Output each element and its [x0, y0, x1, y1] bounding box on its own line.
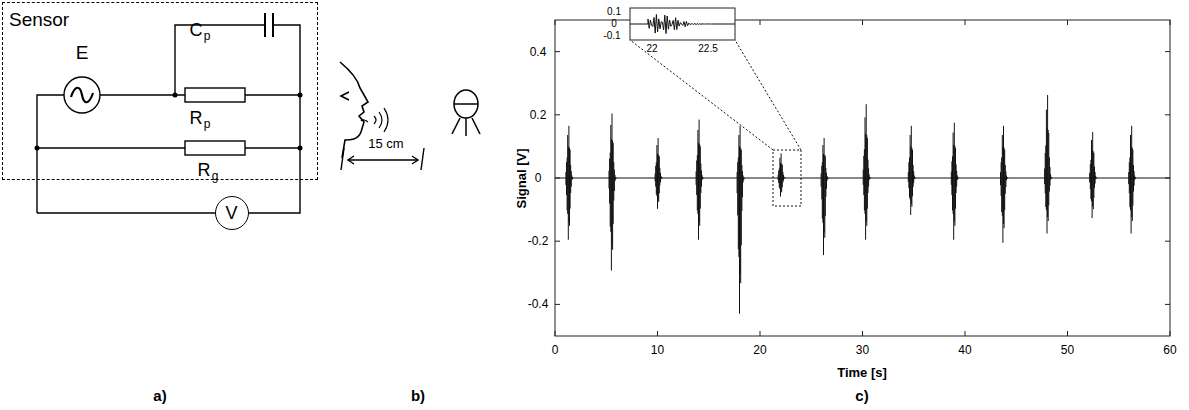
tick-label: 30 — [856, 344, 869, 356]
ac-source-symbol — [64, 77, 100, 113]
zoom-box — [773, 150, 801, 206]
resistor-symbol — [185, 88, 245, 102]
inset-frame — [630, 8, 735, 40]
component-label: R — [198, 161, 211, 179]
source-label: E — [76, 43, 89, 62]
tick-label: 10 — [651, 344, 664, 356]
panel-letter: c) — [855, 388, 868, 403]
signal-trace — [555, 95, 1170, 314]
ac-wave — [71, 88, 93, 103]
box-title: Sensor — [9, 10, 69, 29]
circuit-wires — [37, 25, 300, 213]
tick-label: -0.2 — [528, 235, 549, 247]
axis-title: Time [s] — [837, 366, 887, 379]
inset-tick-label: -0.1 — [603, 31, 620, 41]
sound-waves — [374, 108, 388, 132]
plot-frame — [555, 20, 1170, 336]
tick-label: 0.4 — [530, 46, 547, 58]
component-label: R — [190, 109, 203, 127]
inset-tick-label: 0 — [611, 19, 617, 29]
tick-label: -0.4 — [528, 298, 549, 310]
axis-ticks — [555, 20, 1170, 336]
meter-letter: V — [226, 204, 238, 222]
axis-title: Signal [V] — [515, 148, 528, 208]
distance-marker — [341, 148, 424, 170]
inset-trace — [630, 15, 735, 34]
resistor-symbol — [185, 141, 245, 155]
tick-label: 0.2 — [530, 109, 547, 121]
voltmeter-circle: V — [215, 196, 249, 230]
component-label: C — [190, 21, 203, 39]
face-profile — [340, 62, 368, 158]
panel-letter: a) — [153, 388, 166, 403]
component-subscript: p — [204, 118, 211, 130]
tick-label: 0 — [535, 172, 542, 184]
inset-tick-label: 22.5 — [698, 44, 717, 54]
microphone-symbol — [452, 90, 480, 136]
zoom-leaders — [630, 40, 801, 150]
tick-label: 0 — [552, 344, 559, 356]
inset-tick-label: 0.1 — [607, 7, 621, 17]
tick-label: 60 — [1163, 344, 1176, 356]
component-subscript: g — [212, 170, 219, 182]
inset-tick-label: 22 — [646, 44, 657, 54]
distance-label: 15 cm — [368, 137, 403, 150]
component-subscript: p — [204, 30, 211, 42]
sensor-box: Sensor — [2, 2, 318, 180]
tick-label: 50 — [1061, 344, 1074, 356]
capacitor-symbol — [265, 13, 273, 37]
tick-label: 40 — [958, 344, 971, 356]
panel-letter: b) — [411, 388, 425, 403]
tick-label: 20 — [753, 344, 766, 356]
